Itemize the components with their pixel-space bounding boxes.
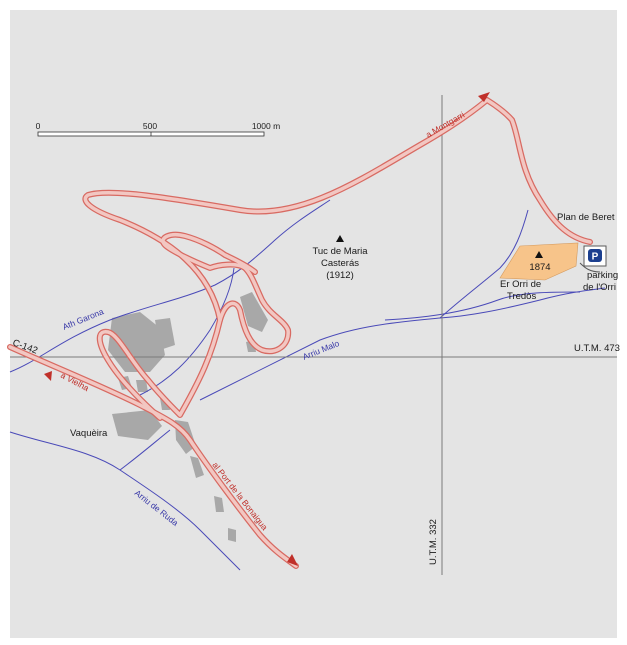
scale-tick-0: 0 bbox=[36, 121, 41, 131]
scale-tick-1000: 1000 m bbox=[252, 121, 280, 131]
built-area-6 bbox=[190, 456, 204, 478]
orri-triangle-icon bbox=[535, 251, 543, 258]
parking-icon bbox=[588, 249, 602, 262]
peak-name-line1: Tuc de Maria bbox=[312, 246, 368, 257]
orri-name-line1: Er Orri de bbox=[500, 279, 541, 290]
built-area-7 bbox=[214, 496, 224, 512]
peak-triangle-icon bbox=[336, 235, 344, 242]
built-area-3 bbox=[112, 410, 162, 440]
parking-label-line2: de l'Orri bbox=[583, 282, 616, 293]
utm-grid bbox=[10, 95, 617, 575]
parking-access bbox=[579, 262, 601, 273]
map-paper bbox=[10, 10, 617, 638]
scale-tick-500: 500 bbox=[143, 121, 157, 131]
arrow-montgarri-icon bbox=[478, 92, 490, 102]
river-orri bbox=[384, 291, 581, 321]
parking-label-line1: parking bbox=[587, 270, 618, 281]
orri-zone bbox=[499, 242, 579, 281]
road-arrows bbox=[44, 92, 490, 566]
river-ruda-link bbox=[119, 429, 171, 471]
orri-elevation: 1874 bbox=[529, 262, 550, 273]
river-garona-branch bbox=[139, 267, 235, 396]
built-area-4 bbox=[155, 318, 175, 350]
vaqueira-label: Vaquèira bbox=[70, 428, 108, 439]
peak-name-line2: Casterás bbox=[321, 258, 359, 269]
river-ruda bbox=[9, 431, 241, 571]
parking-symbol: P bbox=[592, 252, 599, 263]
river-malo bbox=[199, 287, 606, 401]
orri-name-line2: Tredòs bbox=[507, 291, 536, 302]
plan-de-beret-label: Plan de Beret bbox=[557, 212, 615, 223]
utm-vertical-label: U.T.M. 332 bbox=[428, 519, 439, 565]
utm-horizontal-label: U.T.M. 473 bbox=[574, 343, 620, 354]
arrow-vielha-icon bbox=[44, 371, 52, 381]
arrow-bonaigua-icon bbox=[287, 554, 298, 566]
built-area-2 bbox=[240, 292, 268, 332]
scale-bar: 0 500 1000 m bbox=[36, 121, 280, 137]
built-area-11 bbox=[136, 380, 148, 392]
river-malo-upper bbox=[439, 209, 529, 319]
built-area-8 bbox=[228, 528, 236, 542]
peak-elevation: (1912) bbox=[326, 270, 353, 281]
